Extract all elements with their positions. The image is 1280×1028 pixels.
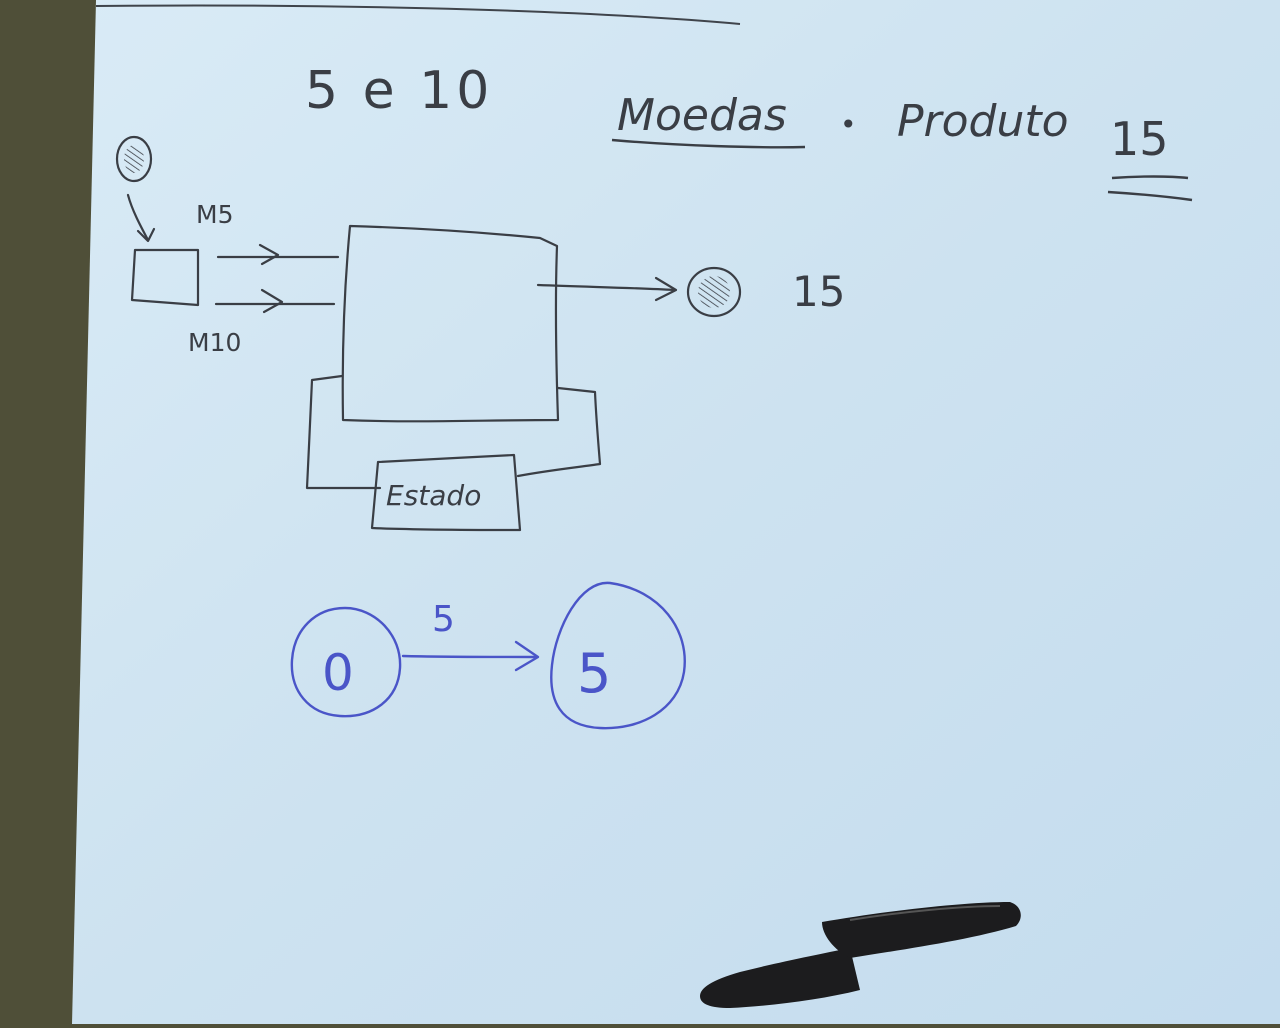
coin-icon bbox=[686, 266, 742, 318]
state-machine-labels: 0 5 5 bbox=[322, 599, 611, 705]
heading-part-a: 5 e 10 bbox=[305, 61, 493, 121]
block-diagram-labels: M5 M10 15 Estado bbox=[188, 200, 845, 512]
state-label: Estado bbox=[386, 479, 481, 512]
transition-label: 5 bbox=[432, 599, 455, 640]
heading-part-d: 15 bbox=[1110, 112, 1169, 166]
input-label-m5: M5 bbox=[196, 200, 233, 229]
insert-arrowhead bbox=[136, 227, 156, 243]
input-m5-arrowhead bbox=[258, 243, 280, 266]
heading-part-b: Moedas bbox=[617, 90, 787, 141]
state-node-5 bbox=[550, 581, 686, 730]
marker-cap-highlight bbox=[849, 905, 1001, 921]
heading-part-c: Produto bbox=[897, 96, 1069, 147]
transition-arrow bbox=[401, 654, 537, 659]
feedback-loop bbox=[305, 374, 602, 490]
state-label-5: 5 bbox=[577, 642, 611, 705]
output-arrow bbox=[536, 283, 676, 292]
marker-body bbox=[700, 948, 860, 1008]
heading: 5 e 10 Moedas • Produto 15 bbox=[305, 61, 1169, 166]
machine-box bbox=[341, 224, 560, 423]
input-m10-arrowhead bbox=[260, 288, 284, 314]
heading-separator: • bbox=[840, 108, 857, 141]
state-label-0: 0 bbox=[322, 644, 354, 702]
block-diagram bbox=[115, 135, 742, 532]
transition-arrowhead bbox=[514, 640, 540, 672]
coin-icon bbox=[115, 135, 153, 183]
output-label: 15 bbox=[792, 267, 845, 316]
input-label-m10: M10 bbox=[188, 328, 241, 357]
underline-15-a bbox=[1111, 175, 1189, 180]
underline-moedas bbox=[611, 138, 806, 149]
state-box bbox=[370, 453, 522, 532]
coin-slot bbox=[130, 248, 200, 307]
marker-pen bbox=[700, 902, 1021, 1008]
underline-15-b bbox=[1107, 190, 1193, 202]
paper-sheet bbox=[72, 0, 1280, 1024]
insert-arrow bbox=[126, 193, 150, 242]
state-node-0 bbox=[290, 606, 402, 718]
heading-underlines bbox=[611, 138, 1193, 202]
state-machine bbox=[290, 581, 686, 730]
paper-edge-line bbox=[95, 4, 741, 25]
output-arrowhead bbox=[654, 276, 678, 302]
